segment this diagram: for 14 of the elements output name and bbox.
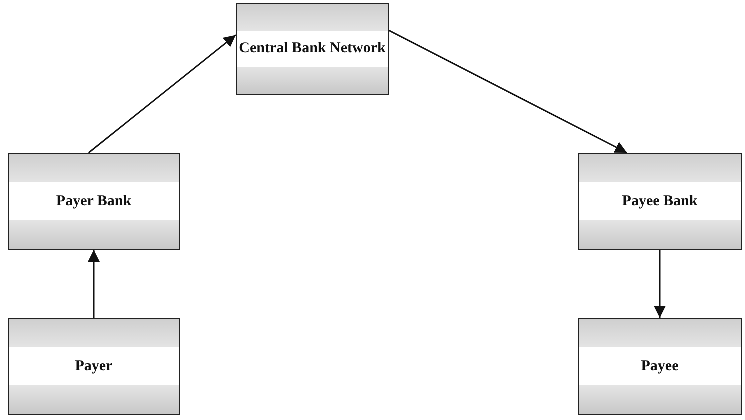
process-box — [8, 318, 180, 415]
node-label: Payee Bank — [621, 192, 699, 210]
arrow — [654, 250, 666, 318]
node-label: Payer — [74, 358, 114, 376]
process-box — [8, 153, 180, 250]
process-box — [578, 153, 742, 250]
node-label: Central Bank Network — [238, 40, 387, 58]
arrow — [88, 34, 236, 154]
node-label: Payer Bank — [55, 192, 133, 210]
node-label: Payee — [640, 358, 680, 376]
process-box — [236, 3, 389, 95]
process-box — [578, 318, 742, 415]
arrow — [88, 250, 100, 318]
arrow — [388, 30, 628, 154]
